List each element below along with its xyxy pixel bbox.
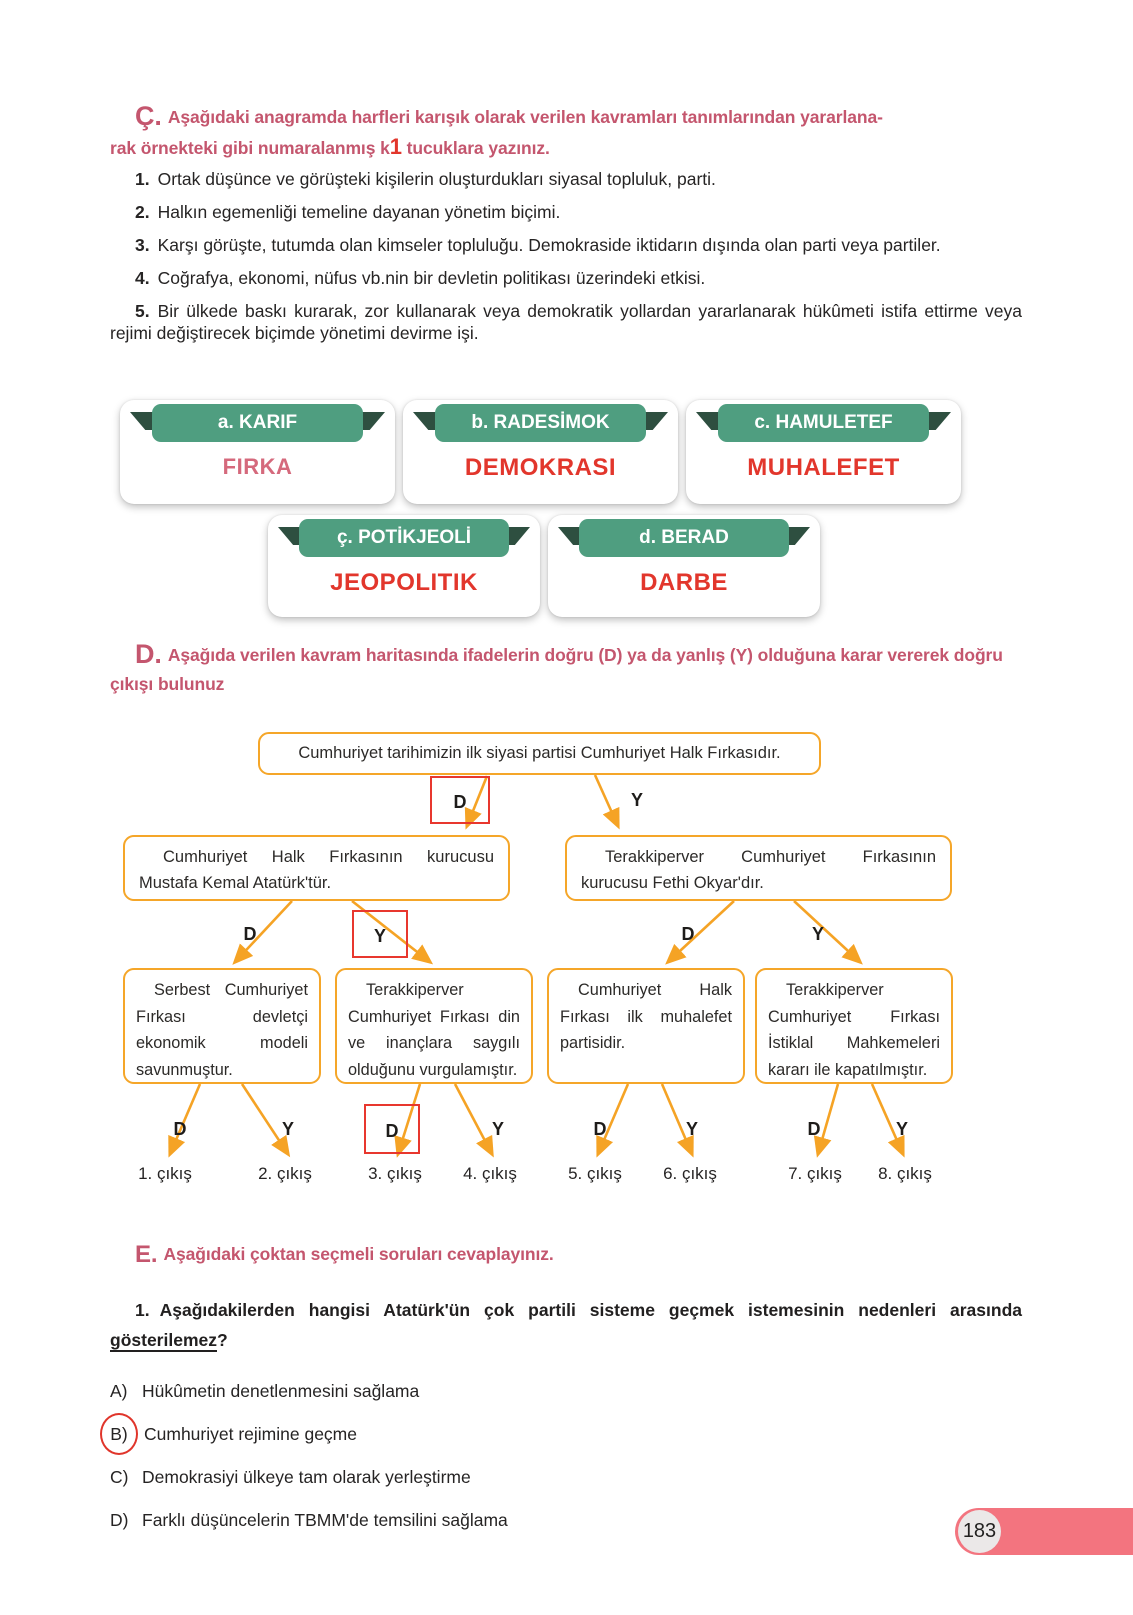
list-item: 5.Bir ülkede baskı kurarak, zor kullanar…	[110, 300, 1022, 344]
card-answer: DARBE	[640, 569, 728, 596]
anagram-card-d: d. BERAD DARBE	[548, 515, 820, 617]
item-number: 5.	[135, 301, 150, 321]
branch-label-d: D	[243, 924, 257, 944]
list-item: 4. Coğrafya, ekonomi, nüfus vb.nin bir de…	[110, 267, 1022, 289]
anagram-cards: a. KARIF FIRKA b. RADESİMOK DEMOKRASI c.…	[0, 398, 1133, 632]
anagram-card-a: a. KARIF FIRKA	[120, 400, 395, 504]
branch-label-y: Y	[491, 1119, 504, 1139]
option-text: Hükûmetin denetlenmesini sağlama	[142, 1381, 420, 1401]
card-answer: MUHALEFET	[747, 454, 900, 481]
anagram-card-c2: ç. POTİKJEOLİ JEOPOLITIK	[268, 515, 540, 617]
page-number: 183	[958, 1510, 1001, 1553]
exit-label: 4. çıkış	[463, 1164, 517, 1183]
section-d-heading: D.Aşağıda verilen kavram haritasında ifa…	[110, 640, 1025, 699]
section-e-heading-text: Aşağıdaki çoktan seçmeli soruları cevapl…	[163, 1244, 554, 1264]
branch-label-y: Y	[281, 1119, 294, 1139]
option-text: Demokrasiyi ülkeye tam olarak yerleştirm…	[142, 1467, 471, 1487]
section-c-heading: Ç.Aşağıdaki anagramda harfleri karışık o…	[110, 102, 1025, 163]
branch-label-y: Y	[630, 790, 643, 810]
section-d-heading-text: Aşağıda verilen kavram haritasında ifade…	[110, 645, 1003, 694]
card-answer: JEOPOLITIK	[330, 569, 478, 596]
page-number-tab: 183	[955, 1508, 1133, 1555]
section-e-heading: E.Aşağıdaki çoktan seçmeli soruları ceva…	[110, 1240, 1025, 1269]
anagram-card-b: b. RADESİMOK DEMOKRASI	[403, 400, 678, 504]
definition-list: 1. Ortak düşünce ve görüşteki kişilerin o…	[110, 168, 1022, 355]
section-e: E.Aşağıdaki çoktan seçmeli soruları ceva…	[100, 1240, 1025, 1549]
exit-label: 1. çıkış	[138, 1164, 192, 1183]
option-letter: A)	[110, 1381, 128, 1401]
branch-label-y: Y	[685, 1119, 698, 1139]
option-text: Cumhuriyet rejimine geçme	[144, 1424, 357, 1444]
map-statement: Terakkiperver Cumhuriyet Fırkası din ve …	[335, 968, 533, 1084]
branch-label-y: Y	[895, 1119, 908, 1139]
exit-label: 2. çıkış	[258, 1164, 312, 1183]
answer-options: A) Hükûmetin denetlenmesini sağlama B) Cum…	[100, 1377, 1022, 1534]
branch-label-d-marked: D	[430, 776, 490, 824]
list-item: 1. Ortak düşünce ve görüşteki kişilerin o…	[110, 168, 1022, 190]
exit-label: 5. çıkış	[568, 1164, 622, 1183]
branch-label-y: Y	[811, 924, 824, 944]
item-text: Bir ülkede baskı kurarak, zor kullanarak…	[110, 301, 1022, 343]
item-number: 1.	[135, 169, 150, 189]
option-letter: C)	[110, 1467, 129, 1487]
map-statement: Terakkiperver Cumhuriyet Fırkası İstikla…	[755, 968, 953, 1084]
card-ribbon: ç. POTİKJEOLİ	[299, 519, 509, 557]
option-letter-circled: B)	[100, 1413, 138, 1455]
exit-label: 6. çıkış	[663, 1164, 717, 1183]
map-root-statement: Cumhuriyet tarihimizin ilk siyasi partis…	[258, 732, 821, 775]
branch-label-y-marked: Y	[352, 910, 408, 958]
section-e-letter: E.	[135, 1241, 158, 1268]
section-c-letter: Ç.	[135, 101, 162, 131]
option-letter: D)	[110, 1510, 129, 1530]
branch-label-d: D	[593, 1119, 607, 1139]
card-ribbon: d. BERAD	[579, 519, 789, 557]
map-statement: Serbest Cumhuriyet Fırkası devletçi ekon…	[123, 968, 321, 1084]
option-text: Farklı düşüncelerin TBMM'de temsilini sa…	[142, 1510, 508, 1530]
item-text: Karşı görüşte, tutumda olan kimseler top…	[157, 235, 941, 255]
branch-label-d: D	[807, 1119, 821, 1139]
question-number: 1.	[135, 1300, 150, 1320]
exit-label: 7. çıkış	[788, 1164, 842, 1183]
option-b: B) Cumhuriyet rejimine geçme	[100, 1413, 1022, 1455]
option-a: A) Hükûmetin denetlenmesini sağlama	[110, 1377, 1022, 1405]
card-ribbon: b. RADESİMOK	[435, 404, 646, 442]
section-c-heading-line2-post: tucuklara yazınız.	[406, 138, 550, 158]
question-underlined-word: gösterilemez	[110, 1330, 217, 1352]
card-answer: DEMOKRASI	[464, 454, 617, 481]
list-item: 3. Karşı görüşte, tutumda olan kimseler t…	[110, 234, 1022, 256]
item-text: Coğrafya, ekonomi, nüfus vb.nin bir devl…	[157, 268, 706, 288]
branch-label-d-marked: D	[364, 1104, 420, 1154]
item-number: 3.	[135, 235, 150, 255]
card-ribbon: c. HAMULETEF	[718, 404, 929, 442]
option-d: D) Farklı düşüncelerin TBMM'de temsilini …	[110, 1506, 1022, 1534]
map-statement: Cumhuriyet Halk Fırkasının kurucusu Must…	[123, 835, 510, 901]
card-answer: FIRKA	[222, 454, 293, 479]
question-1: 1. Aşağıdakilerden hangisi Atatürk'ün çok…	[110, 1295, 1022, 1355]
item-number: 2.	[135, 202, 150, 222]
exit-label: 3. çıkış	[368, 1164, 422, 1183]
anagram-card-c: c. HAMULETEF MUHALEFET	[686, 400, 961, 504]
handwritten-number-1: 1	[389, 134, 402, 159]
section-c-heading-line1: Aşağıdaki anagramda harfleri karışık ola…	[167, 107, 883, 127]
item-text: Halkın egemenliği temeline dayanan yönet…	[157, 202, 561, 222]
concept-map: Cumhuriyet tarihimizin ilk siyasi partis…	[0, 732, 1133, 1207]
list-item: 2. Halkın egemenliği temeline dayanan yön…	[110, 201, 1022, 223]
concept-map-arrows	[168, 774, 905, 1158]
item-number: 4.	[135, 268, 150, 288]
map-statement: Cumhuriyet Halk Fırkası ilk muhalefet pa…	[547, 968, 745, 1084]
question-text: Aşağıdakilerden hangisi Atatürk'ün çok p…	[159, 1300, 1022, 1320]
section-c-heading-line2-pre: rak örnekteki gibi numaralanmış k	[110, 138, 390, 158]
option-c: C) Demokrasiyi ülkeye tam olarak yerleşti…	[110, 1463, 1022, 1491]
map-statement: Terakkiperver Cumhuriyet Fırkasının kuru…	[565, 835, 952, 901]
section-d-letter: D.	[135, 639, 162, 669]
card-ribbon: a. KARIF	[152, 404, 363, 442]
item-text: Ortak düşünce ve görüşteki kişilerin olu…	[157, 169, 716, 189]
exit-label: 8. çıkış	[878, 1164, 932, 1183]
branch-label-d: D	[681, 924, 695, 944]
branch-label-d: D	[173, 1119, 187, 1139]
question-text-end: ?	[216, 1330, 228, 1350]
